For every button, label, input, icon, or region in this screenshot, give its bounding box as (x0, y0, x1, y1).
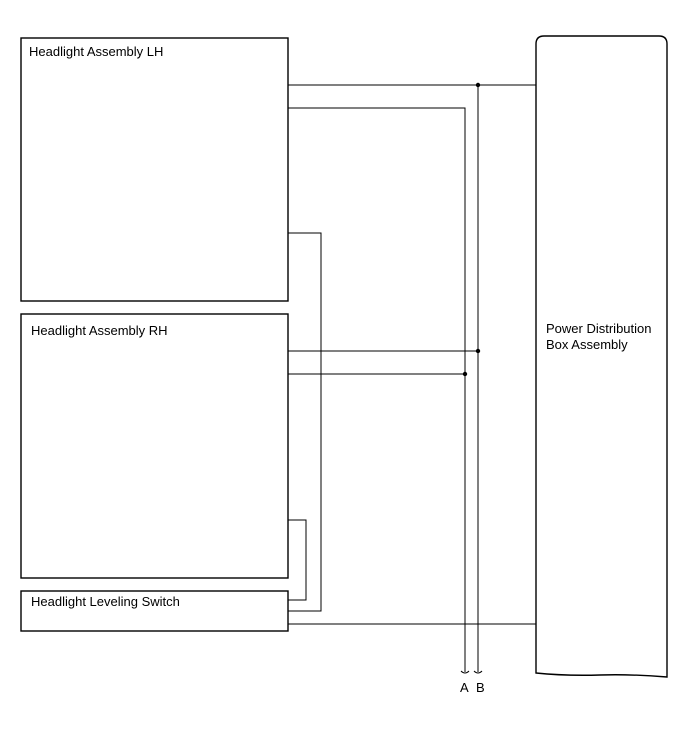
headlight-lh-box (20, 37, 289, 302)
wire-rh-to-switch (288, 519, 307, 601)
power-distribution-box: Power Distribution Box Assembly (535, 35, 668, 678)
headlight-assembly-rh: Headlight Assembly RH (20, 313, 289, 579)
leveling-switch-box (20, 590, 289, 632)
junction-dot (462, 371, 468, 377)
headlight-rh-label: Headlight Assembly RH (31, 323, 168, 338)
leveling-switch-label: Headlight Leveling Switch (31, 594, 180, 609)
junction-dot (475, 348, 481, 354)
break-mark-b (473, 670, 483, 674)
wire-bus-a (288, 107, 466, 672)
junction-dot (475, 82, 481, 88)
wiring (288, 82, 536, 674)
break-mark-a (460, 670, 470, 674)
headlight-rh-box (20, 313, 289, 579)
headlight-assembly-lh: Headlight Assembly LH (20, 37, 289, 302)
terminal-b-label: B (476, 680, 485, 695)
wire-lh-to-switch (288, 232, 322, 612)
headlight-lh-label: Headlight Assembly LH (29, 44, 163, 59)
headlight-leveling-switch: Headlight Leveling Switch (20, 590, 289, 632)
pdb-outline (535, 35, 668, 678)
terminal-a-label: A (460, 680, 469, 695)
pdb-label-line2: Box Assembly (546, 337, 628, 352)
pdb-label-line1: Power Distribution (546, 321, 652, 336)
